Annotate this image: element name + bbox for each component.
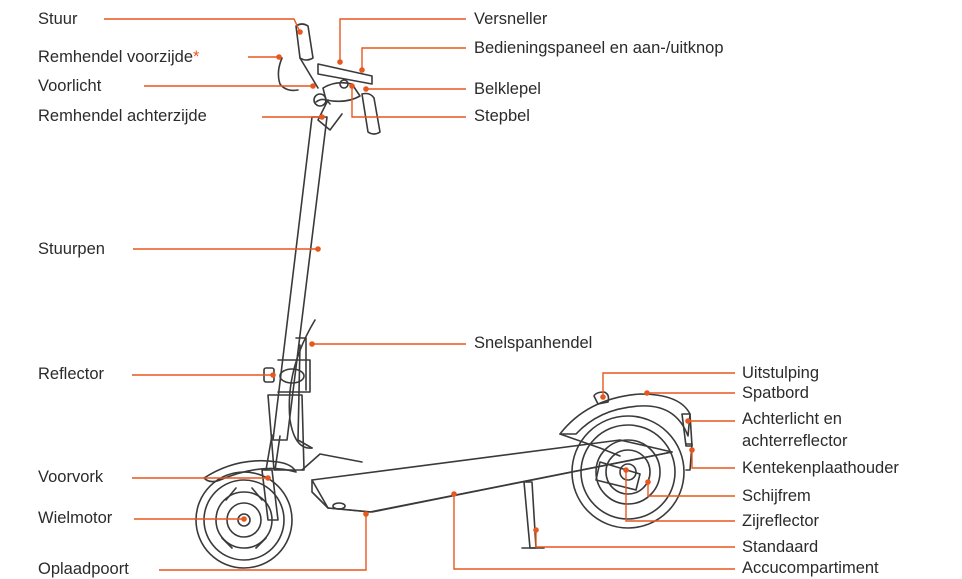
label-accucompartiment: Accucompartiment	[742, 559, 879, 577]
label-remhendel-achterzijde: Remhendel achterzijde	[38, 107, 207, 125]
label-spatbord: Spatbord	[742, 384, 809, 402]
label-voorlicht: Voorlicht	[38, 77, 102, 95]
label-standaard: Standaard	[742, 538, 819, 556]
label-versneller: Versneller	[474, 10, 548, 28]
asterisk-mark: *	[193, 48, 200, 66]
label-kentekenplaathouder: Kentekenplaathouder	[742, 459, 899, 477]
label-achterlicht-line2: achterreflector	[742, 432, 848, 450]
label-voorvork: Voorvork	[38, 468, 104, 486]
leader-uitstulping	[602, 372, 735, 397]
label-wielmotor: Wielmotor	[38, 509, 113, 527]
label-achterlicht-line1: Achterlicht en	[742, 410, 842, 428]
leader-standaard	[535, 530, 735, 548]
rear-fender-shape	[559, 393, 691, 437]
label-oplaadpoort: Oplaadpoort	[38, 560, 129, 578]
leader-oplaadpoort	[159, 514, 367, 571]
label-uitstulping: Uitstulping	[742, 364, 820, 382]
label-snelspanhendel: Snelspanhendel	[474, 334, 593, 352]
rear-wheel	[571, 415, 685, 529]
label-bedieningspaneel: Bedieningspaneel en aan-/uitknop	[474, 39, 724, 57]
leader-kentekenplaathouder	[691, 450, 735, 469]
label-remhendel-voorzijde: Remhendel voorzijde*	[38, 47, 199, 67]
leader-stepbel	[351, 86, 466, 118]
deck-shape	[311, 439, 673, 513]
label-remhendel-voorzijde-text: Remhendel voorzijde	[38, 48, 194, 66]
front-fender-shape	[203, 459, 297, 483]
leader-stuur	[104, 18, 301, 33]
leader-schijfrem	[647, 482, 735, 497]
label-zijreflector: Zijreflector	[742, 512, 820, 530]
leader-zijreflector	[625, 470, 735, 522]
handlebar	[277, 23, 381, 135]
leader-bedieningspaneel	[361, 47, 466, 70]
label-stuurpen: Stuurpen	[38, 240, 105, 258]
front-fork-shape	[261, 469, 279, 521]
leader-dots	[241, 29, 695, 533]
label-stuur: Stuur	[38, 10, 78, 28]
label-schijfrem: Schijfrem	[742, 487, 811, 505]
leader-versneller	[339, 18, 466, 62]
label-reflector: Reflector	[38, 365, 105, 383]
label-stepbel: Stepbel	[474, 107, 530, 125]
leader-lines	[104, 18, 735, 571]
kickstand-shape	[523, 481, 537, 549]
leader-accucompartiment	[453, 494, 735, 570]
label-belklepel: Belklepel	[474, 80, 541, 98]
